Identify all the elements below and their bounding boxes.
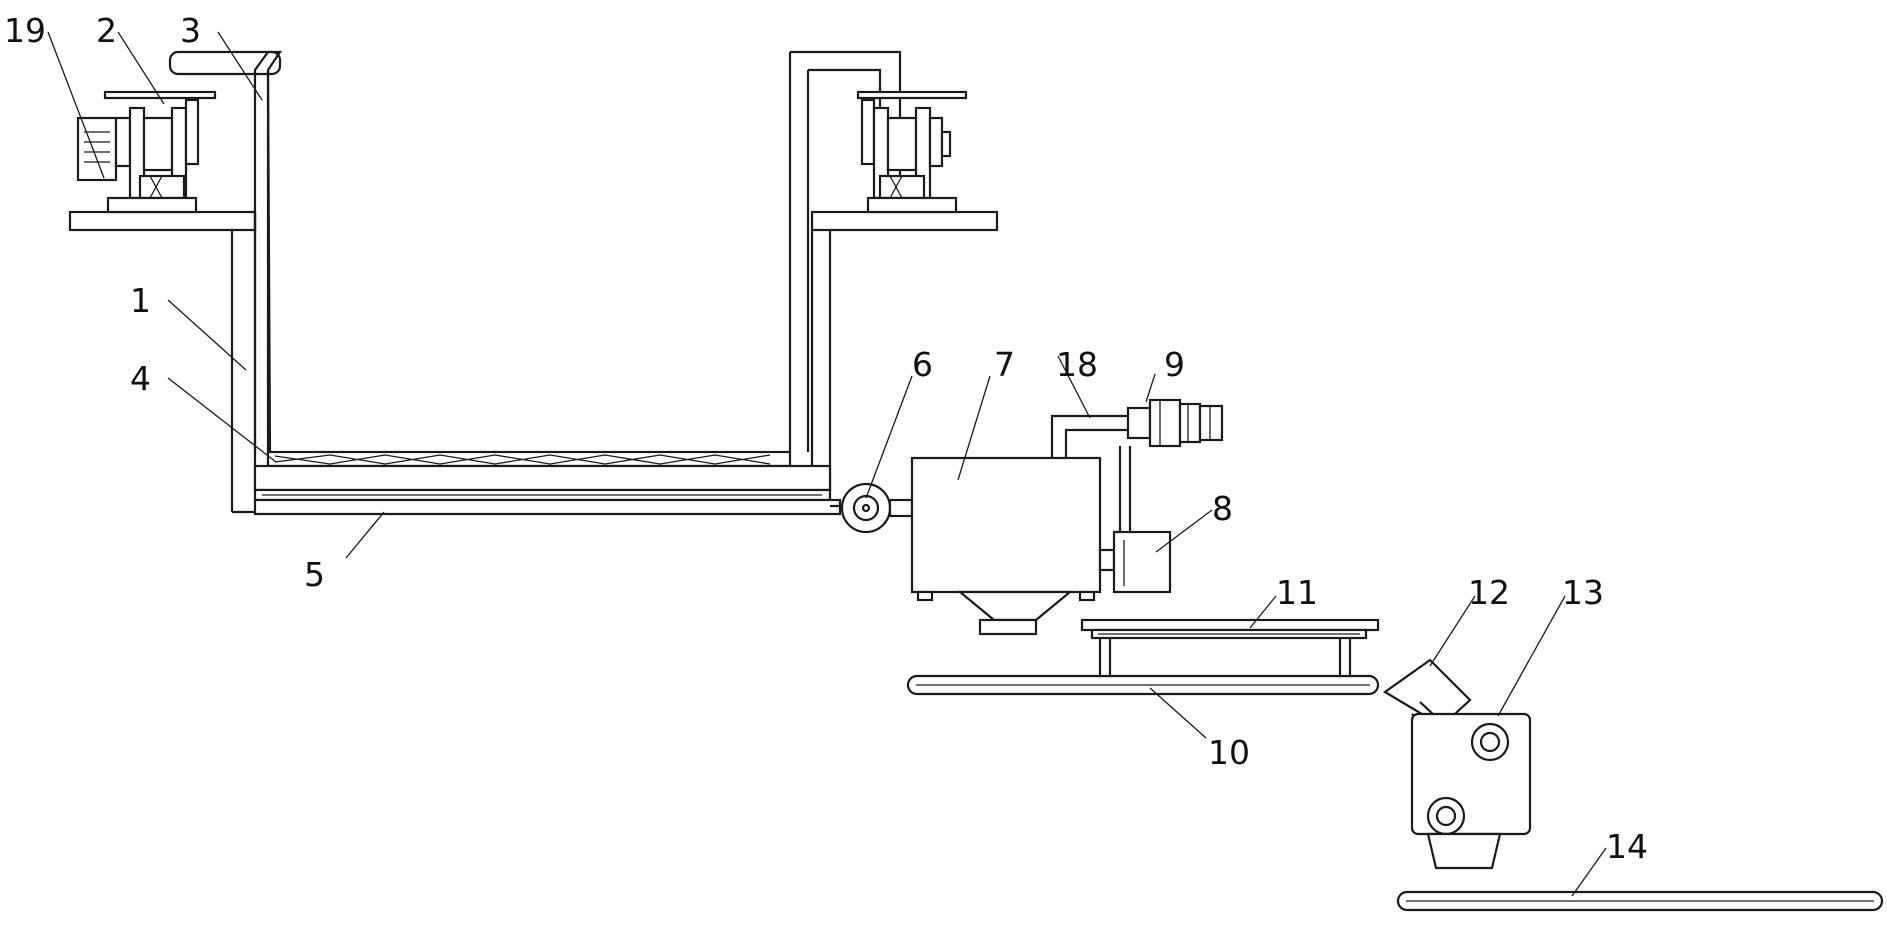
label-11: 11 bbox=[1276, 573, 1318, 612]
label-1: 1 bbox=[130, 281, 151, 320]
tank-assembly bbox=[253, 450, 842, 516]
label-8: 8 bbox=[1212, 489, 1233, 528]
conveyor-10 bbox=[906, 618, 1380, 696]
label-14: 14 bbox=[1606, 827, 1648, 866]
pump bbox=[830, 482, 914, 534]
small-unit bbox=[1098, 530, 1172, 594]
label-19: 19 bbox=[4, 11, 46, 50]
conveyor-14 bbox=[1396, 890, 1884, 912]
label-3: 3 bbox=[180, 11, 201, 50]
label-12: 12 bbox=[1468, 573, 1510, 612]
pipe-and-motor bbox=[1050, 398, 1224, 532]
label-5: 5 bbox=[304, 555, 325, 594]
label-18: 18 bbox=[1056, 345, 1098, 384]
inner-frame bbox=[168, 50, 902, 453]
dryer-box bbox=[910, 456, 1102, 636]
label-10: 10 bbox=[1208, 733, 1250, 772]
leader-lines bbox=[47, 31, 1607, 897]
label-2: 2 bbox=[96, 11, 117, 50]
label-4: 4 bbox=[130, 359, 151, 398]
label-9: 9 bbox=[1164, 345, 1185, 384]
label-6: 6 bbox=[912, 345, 933, 384]
callout-labels: 19 2 3 1 4 5 6 7 18 9 8 11 10 12 13 14 bbox=[4, 11, 1648, 866]
granulator bbox=[1382, 658, 1532, 870]
right-winding-unit bbox=[856, 90, 968, 214]
left-winding-unit bbox=[76, 90, 217, 214]
label-13: 13 bbox=[1562, 573, 1604, 612]
label-7: 7 bbox=[994, 345, 1015, 384]
